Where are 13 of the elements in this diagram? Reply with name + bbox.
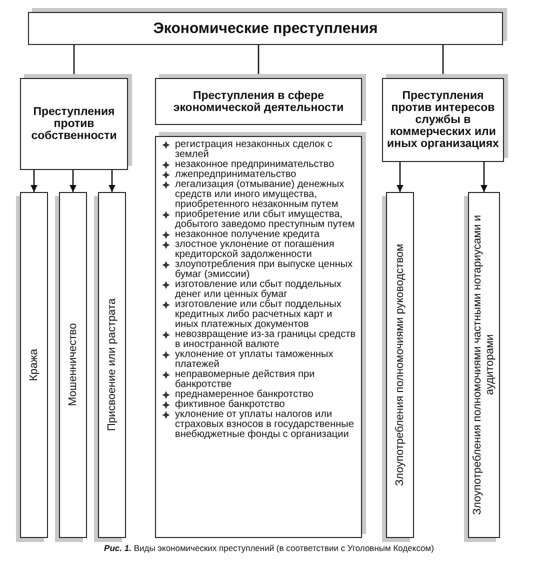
list-item-text: уклонение от уплаты налогов или страховых взносов в государственные внебюджетные фонды с организации [175,410,355,440]
connector-line [108,170,116,192]
list-item-text: незаконное предпринимательство [175,160,334,170]
list-item-text: преднамеренное банкротство [175,390,314,400]
connector-line [30,170,38,192]
connector-line [396,162,404,192]
list-item-text: лжепредпринимательство [175,170,296,180]
list-item-text: незаконное получение кредита [175,230,320,240]
list-item-text: злоупотребления при выпуске ценных бумаг (эмиссии) [175,260,354,280]
connector-line [480,162,488,192]
list-item-text: фиктивное банкротство [175,400,285,410]
figure-caption: Рис. 1. Виды экономических преступлений (в соответствии с Уголовным Кодексом) [103,543,435,553]
connector-line [70,170,76,192]
